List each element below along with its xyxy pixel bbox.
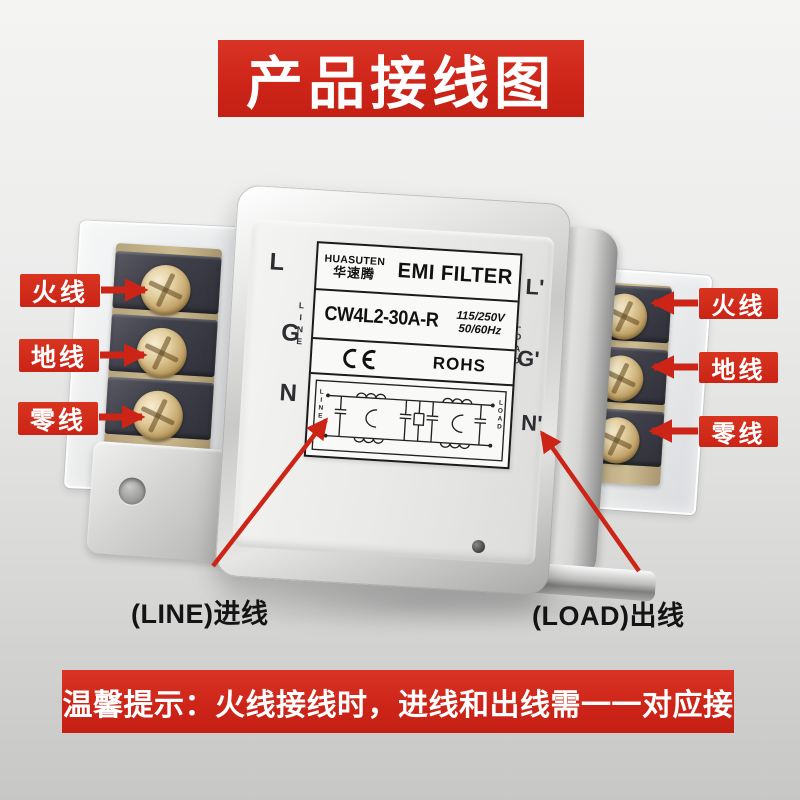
tip-text: 温馨提示：火线接线时，进线和出线需一一对应接: [62, 688, 734, 722]
case-screw: [472, 540, 485, 553]
ratings-cell: 115/250V 50/60Hz: [447, 309, 516, 338]
wire-label-neutral-right: 零线: [699, 416, 778, 448]
terminal-screw: [131, 389, 185, 443]
tip-banner: 温馨提示：火线接线时，进线和出线需一一对应接: [62, 670, 734, 733]
ce-mark-text: CE: [412, 361, 413, 362]
product-name: EMI FILTER: [396, 258, 514, 289]
circuit-schematic: [311, 379, 507, 462]
caption-load-out: (LOAD)出线: [532, 601, 685, 631]
wire-label-ground-right: 地线: [699, 352, 778, 384]
schematic-load-label: LOAD: [495, 399, 505, 432]
spec-row-schematic: LINE LOAD: [306, 374, 513, 467]
terminal-cell: [104, 376, 214, 443]
terminal-mark-G2: G': [516, 345, 541, 372]
emi-filter-box: L LINE G N L' LOAD G' N' HUASUTEN 华速腾 EM…: [214, 184, 572, 596]
schematic-line-label: LINE: [316, 388, 326, 421]
terminal-mark-L2: L': [524, 273, 545, 301]
terminal-mark-N2: N': [520, 409, 544, 437]
terminal-cell: [108, 313, 218, 380]
mounting-hole: [117, 476, 147, 506]
terminal-block-left: [103, 242, 223, 454]
rohs-text: ROHS: [432, 352, 487, 376]
brand-cell: HUASUTEN 华速腾: [317, 253, 392, 282]
terminal-mark-N: N: [278, 379, 298, 408]
caption-line-in: (LINE)进线: [131, 599, 269, 629]
terminal-cell: [112, 250, 222, 317]
ce-mark-icon: [342, 348, 376, 369]
wire-label-live-right: 火线: [699, 288, 778, 320]
model-number: CW4L2-30A-R: [323, 302, 440, 332]
page-title: 产品接线图: [246, 51, 556, 116]
brand-name-cn: 华速腾: [332, 264, 376, 282]
title-banner: 产品接线图: [218, 40, 584, 117]
spec-label: HUASUTEN 华速腾 EMI FILTER CW4L2-30A-R 115/…: [303, 241, 523, 470]
wire-label-live-left: 火线: [20, 274, 100, 307]
wire-label-neutral-left: 零线: [18, 402, 98, 435]
spec-row-certs: CE ROHS: [310, 339, 515, 387]
terminal-screw: [139, 263, 193, 317]
wire-label-ground-left: 地线: [19, 339, 99, 372]
terminal-mark-L: L: [268, 248, 286, 277]
frequency-rating: 50/60Hz: [458, 322, 502, 337]
terminal-mark-G: G: [280, 319, 301, 348]
terminal-screw: [135, 326, 189, 380]
